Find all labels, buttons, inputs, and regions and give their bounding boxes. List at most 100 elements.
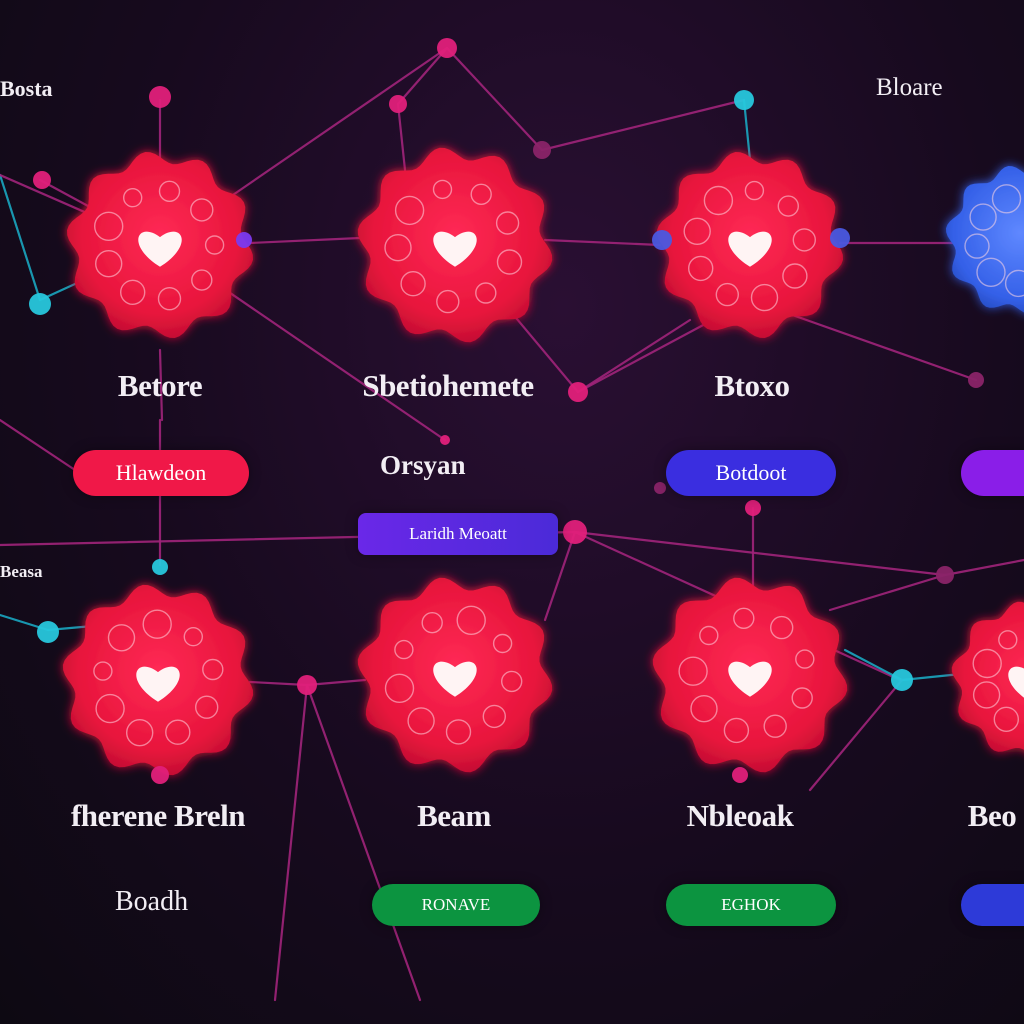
connector-dot-22: [151, 766, 169, 784]
doodle-icon: [183, 627, 204, 647]
node-4: [946, 166, 1024, 313]
doodle-icon: [972, 681, 1001, 709]
doodle-icon: [976, 257, 1006, 287]
pill-button-3[interactable]: Botdoot: [666, 450, 836, 496]
doodle-icon: [158, 180, 181, 203]
node-title-5: fherene Breln: [70, 798, 246, 833]
doodle-icon: [95, 693, 125, 724]
doodle-icon: [723, 717, 750, 744]
doodle-icon: [93, 661, 113, 681]
doodle-icon: [482, 704, 506, 729]
doodle-icon: [998, 630, 1018, 650]
corner-label-top-left: Bosta: [0, 76, 53, 101]
doodle-icon: [690, 695, 718, 723]
doodle-icon: [191, 269, 213, 291]
dot-layer: [29, 38, 984, 784]
doodle-icon: [991, 184, 1022, 214]
doodle-icon: [456, 605, 486, 635]
doodle-icon: [142, 609, 172, 639]
doodle-icon: [93, 211, 124, 242]
doodle-icon: [688, 255, 714, 282]
pill-button-1[interactable]: Hlawdeon: [73, 450, 249, 496]
heart-icon: [136, 666, 180, 702]
doodle-icon: [795, 649, 815, 669]
pill-button-6[interactable]: RONAVE: [372, 884, 540, 926]
edge-20: [576, 318, 692, 394]
doodle-icon: [993, 706, 1019, 732]
doodle-icon: [194, 695, 219, 719]
doodle-icon: [394, 639, 414, 660]
doodle-icon: [394, 195, 425, 226]
edge-12: [742, 98, 752, 162]
heart-icon: [728, 231, 772, 267]
doodle-icon: [384, 673, 415, 703]
doodle-icon: [125, 719, 154, 747]
connector-dot-5: [734, 90, 754, 110]
doodle-icon: [683, 217, 711, 246]
node-3: [657, 152, 843, 338]
corner-label-top-right: Bloare: [876, 74, 943, 101]
doodle-icon: [107, 624, 136, 652]
doodle-icon: [94, 250, 123, 278]
connector-dot-16: [152, 559, 168, 575]
doodle-icon: [470, 183, 492, 206]
doodle-icon: [777, 195, 799, 217]
connector-dot-19: [891, 669, 913, 691]
edge-5: [0, 418, 77, 472]
doodle-icon: [792, 228, 816, 252]
node-8: [951, 601, 1024, 752]
doodle-icon: [791, 687, 813, 709]
heart-icon: [138, 231, 182, 267]
connector-dot-14: [563, 520, 587, 544]
node-title-7: Nbleoak: [686, 798, 794, 833]
doodle-icon: [445, 719, 472, 745]
doodle-icon: [384, 233, 412, 262]
edge-11: [540, 98, 746, 152]
doodle-icon: [969, 203, 997, 231]
node-subtitle-5: Boadh: [115, 886, 189, 917]
doodle-icon: [119, 279, 146, 305]
node-6: [357, 577, 553, 773]
pill-button-4[interactable]: [961, 450, 1024, 496]
doodle-icon: [421, 612, 443, 634]
doodle-icon: [202, 658, 224, 681]
connector-dot-2: [149, 86, 171, 108]
connector-dot-4: [533, 141, 551, 159]
doodle-icon: [703, 185, 734, 216]
doodle-icon: [492, 633, 513, 654]
doodle-icon: [972, 648, 1002, 679]
edge-37: [828, 573, 947, 612]
edge-1: [0, 173, 42, 302]
node-title-3: Btoxo: [714, 368, 791, 403]
connector-dot-11: [968, 372, 984, 388]
edge-33: [305, 683, 422, 1002]
doodle-icon: [495, 211, 520, 235]
node-subtitle-2: Orsyan: [380, 450, 466, 480]
node-layer: [62, 147, 1024, 776]
connector-dot-7: [29, 293, 51, 315]
corner-label-mid-left: Beasa: [0, 562, 43, 581]
edge-8: [396, 46, 449, 106]
node-1: [67, 152, 253, 338]
doodle-icon: [763, 714, 787, 738]
node-5: [62, 584, 254, 776]
heart-icon: [433, 661, 477, 697]
node-title-1: Betore: [117, 368, 203, 403]
connector-dot-6: [33, 171, 51, 189]
connector-dot-17: [37, 621, 59, 643]
doodle-icon: [715, 282, 739, 307]
connector-dot-3: [389, 95, 407, 113]
doodle-icon: [750, 283, 779, 312]
edge-26: [543, 530, 577, 622]
doodle-icon: [400, 271, 426, 297]
doodle-icon: [699, 625, 719, 646]
edge-13: [248, 236, 362, 245]
center-pill-button[interactable]: Laridh Meoatt: [358, 513, 558, 555]
doodle-icon: [157, 287, 182, 311]
pill-button-8[interactable]: [961, 884, 1024, 926]
node-blob-4: [946, 166, 1024, 313]
doodle-icon: [733, 607, 755, 629]
connector-dot-13: [440, 435, 450, 445]
heart-icon: [433, 231, 477, 267]
pill-button-7[interactable]: EGHOK: [666, 884, 836, 926]
